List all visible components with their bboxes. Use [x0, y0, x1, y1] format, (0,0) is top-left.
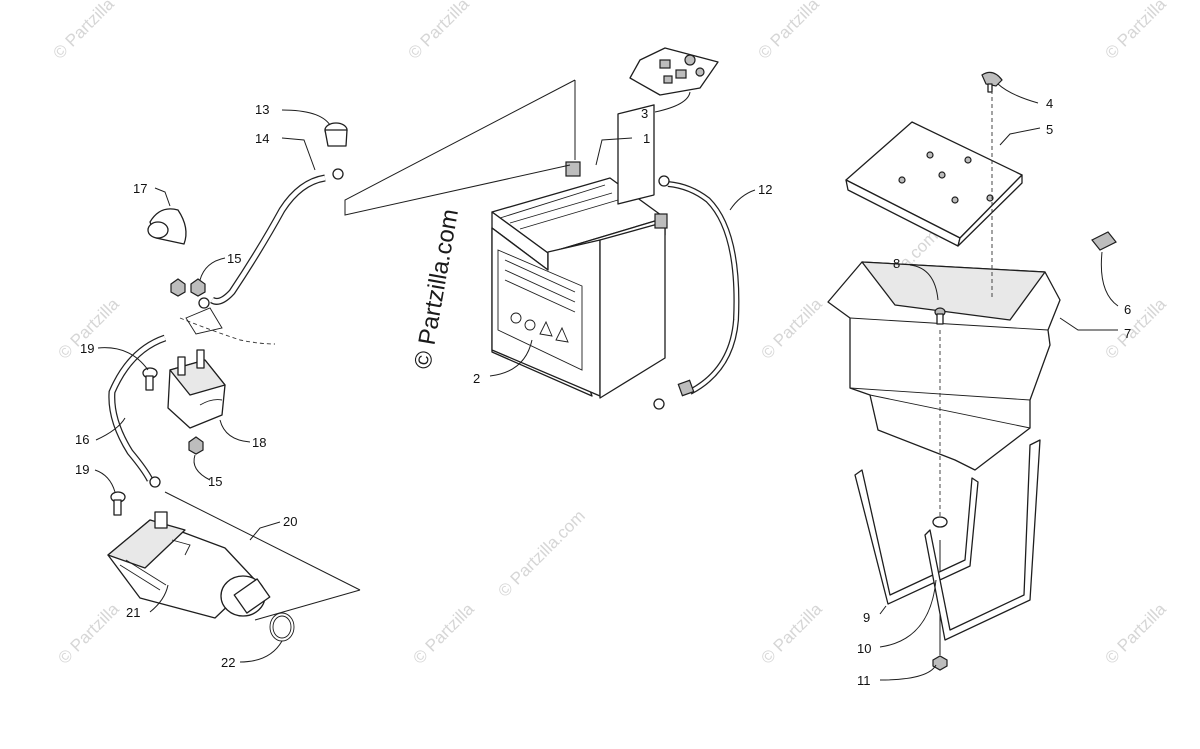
callout-13: 13 [255, 102, 269, 117]
o-ring [269, 612, 295, 642]
watermark: © Partzilla [757, 599, 826, 668]
callout-5: 5 [1046, 122, 1053, 137]
nut-11 [932, 655, 948, 671]
battery-straps [854, 439, 1041, 641]
callout-2: 2 [473, 371, 480, 386]
watermark: © Partzilla [754, 0, 823, 63]
callout-15: 15 [208, 474, 222, 489]
callout-19: 19 [80, 341, 94, 356]
nut-15b [190, 278, 206, 297]
positive-cable [198, 168, 344, 309]
terminal-boot-13 [324, 122, 348, 147]
callout-labels: 1 2 3 4 5 6 7 8 9 10 11 12 13 14 15 15 1… [75, 96, 1131, 688]
watermark: © Partzilla [757, 294, 826, 363]
starter-solenoid [167, 349, 226, 429]
warning-label [497, 249, 583, 371]
callout-19: 19 [75, 462, 89, 477]
leader-lines [94, 83, 1119, 681]
battery-cable [653, 175, 740, 410]
watermark: © Partzilla [409, 599, 478, 668]
bracket [179, 307, 276, 345]
callout-1: 1 [643, 131, 650, 146]
watermark: © Partzilla.com [494, 506, 588, 600]
clip-6 [1091, 231, 1117, 251]
callout-9: 9 [863, 610, 870, 625]
watermark: © Partzilla [1101, 0, 1170, 63]
bolt-19b [110, 491, 126, 516]
washer-10 [932, 516, 948, 528]
terminal-boot-17 [147, 208, 187, 245]
callout-12: 12 [758, 182, 772, 197]
nut-15c [188, 436, 204, 455]
callout-8: 8 [893, 256, 900, 271]
callout-4: 4 [1046, 96, 1053, 111]
hardware-kit [629, 47, 719, 96]
callout-3: 3 [641, 106, 648, 121]
starter-motor [107, 511, 271, 619]
knob-4 [981, 71, 1003, 93]
watermark-main: © Partzilla.com [409, 207, 464, 371]
callout-10: 10 [857, 641, 871, 656]
callout-17: 17 [133, 181, 147, 196]
battery-box [827, 261, 1061, 471]
battery-cover [845, 121, 1023, 247]
watermark: © Partzilla [1101, 294, 1170, 363]
bolt-8 [934, 307, 946, 325]
callout-14: 14 [255, 131, 269, 146]
callout-21: 21 [126, 605, 140, 620]
callout-11: 11 [857, 673, 871, 688]
callout-20: 20 [283, 514, 297, 529]
callout-16: 16 [75, 432, 89, 447]
battery [491, 104, 668, 399]
callout-22: 22 [221, 655, 235, 670]
callout-15: 15 [227, 251, 241, 266]
callout-18: 18 [252, 435, 266, 450]
watermark: © Partzilla [54, 599, 123, 668]
watermark: © Partzilla [404, 0, 473, 63]
callout-6: 6 [1124, 302, 1131, 317]
bolt-19a [142, 367, 158, 391]
nut-15a [170, 278, 186, 297]
callout-7: 7 [1124, 326, 1131, 341]
watermark: © Partzilla [1101, 599, 1170, 668]
ground-cable [108, 334, 167, 488]
watermark: © Partzilla [49, 0, 118, 63]
